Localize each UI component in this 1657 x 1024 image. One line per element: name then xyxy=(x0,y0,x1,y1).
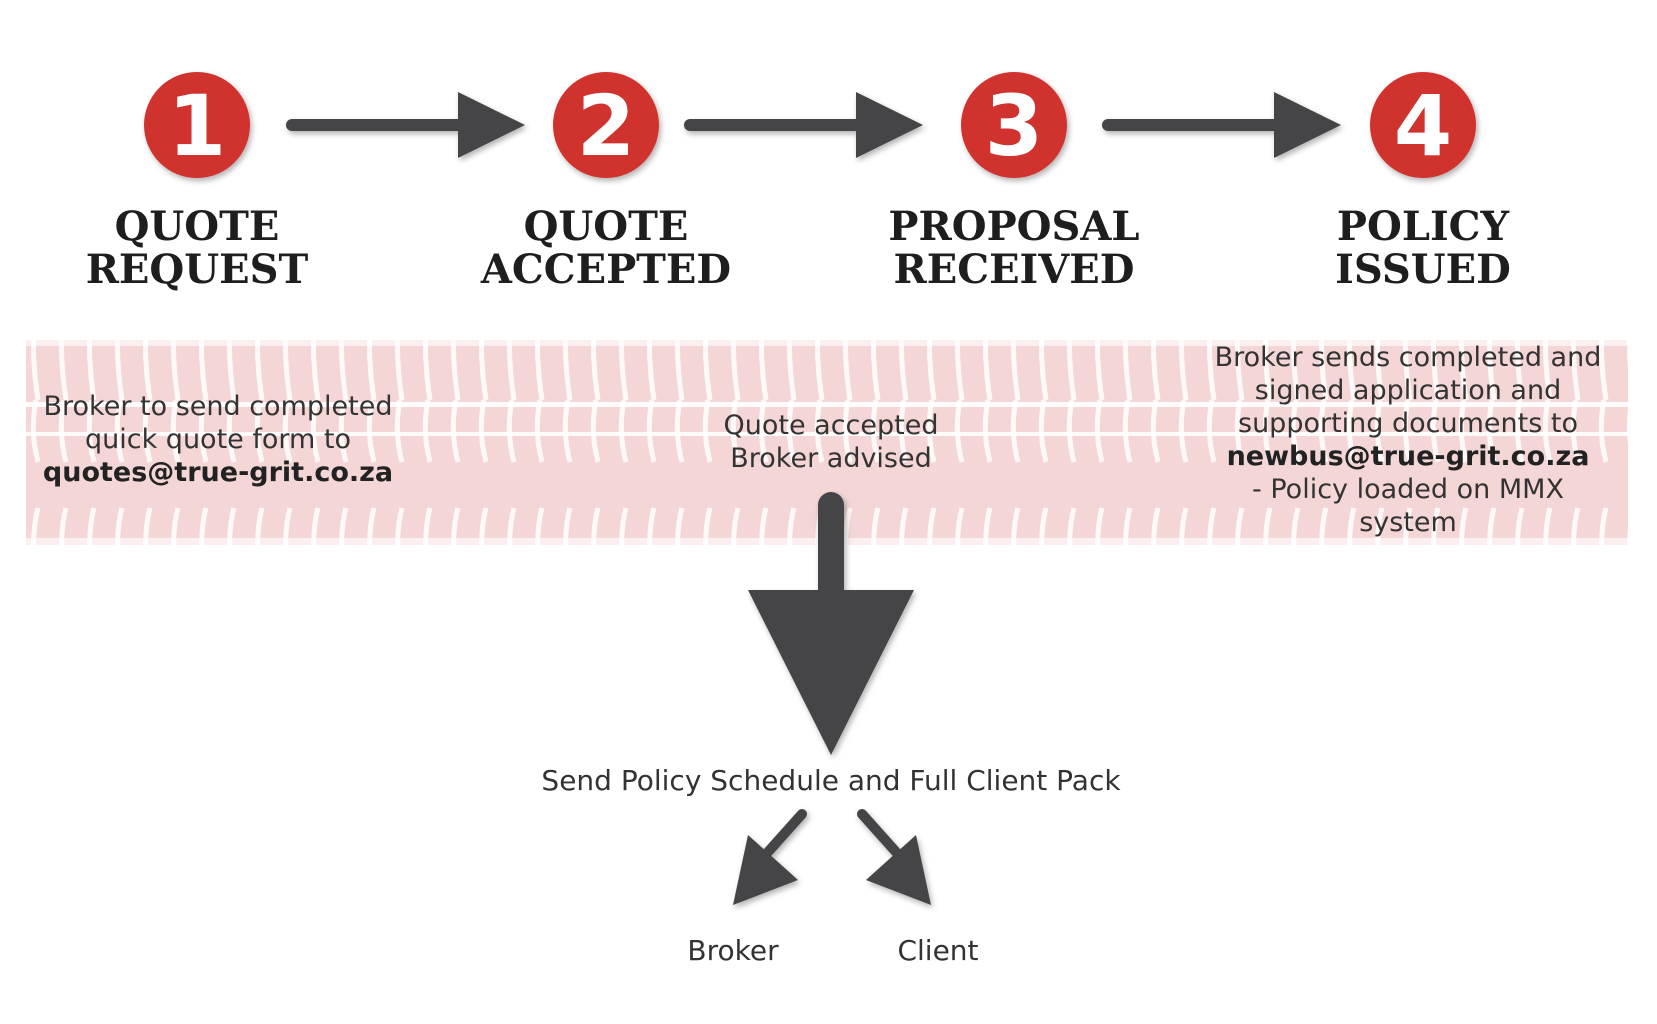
step-title-2-line2: ACCEPTED xyxy=(480,246,731,293)
broker-label: Broker xyxy=(687,934,779,967)
step-circle-1: 1 xyxy=(144,72,250,178)
step-number-4: 4 xyxy=(1394,77,1452,175)
step1-desc-line2: quick quote form to xyxy=(85,424,351,455)
arrow-step1-to-step2 xyxy=(286,92,525,158)
step-title-2-line1: QUOTE xyxy=(524,203,689,250)
step-number-1: 1 xyxy=(168,77,226,175)
step-title-3-line1: PROPOSAL xyxy=(888,203,1139,250)
step-title-1-line2: REQUEST xyxy=(86,246,309,293)
step-circle-3: 3 xyxy=(961,72,1067,178)
step1-email: quotes@true-grit.co.za xyxy=(43,457,393,488)
step-title-4-line1: POLICY xyxy=(1337,203,1510,250)
step2-desc-line2: Broker advised xyxy=(730,443,932,474)
step4-desc-line5: - Policy loaded on MMX xyxy=(1252,474,1564,505)
step2-description: Quote accepted Broker advised xyxy=(724,410,939,474)
step-number-2: 2 xyxy=(577,77,635,175)
step1-desc-line1: Broker to send completed xyxy=(44,391,393,422)
step4-desc-line2: signed application and xyxy=(1255,375,1561,406)
arrow-step3-to-step4 xyxy=(1102,92,1341,158)
step-title-3-line2: RECEIVED xyxy=(894,246,1135,293)
step-circle-4: 4 xyxy=(1370,72,1476,178)
step-title-1-line1: QUOTE xyxy=(115,203,280,250)
arrow-to-broker xyxy=(733,809,807,905)
step-title-4-line2: ISSUED xyxy=(1335,246,1511,293)
step4-email: newbus@true-grit.co.za xyxy=(1227,441,1590,472)
step1-description: Broker to send completed quick quote for… xyxy=(43,391,393,488)
arrow-step2-to-step3 xyxy=(684,92,923,158)
step4-desc-line1: Broker sends completed and xyxy=(1215,342,1602,373)
step4-desc-line3: supporting documents to xyxy=(1238,408,1578,439)
send-policy-schedule-text: Send Policy Schedule and Full Client Pac… xyxy=(541,764,1121,797)
step4-description: Broker sends completed and signed applic… xyxy=(1215,342,1602,538)
step4-desc-line6: system xyxy=(1359,507,1457,538)
client-label: Client xyxy=(897,934,978,967)
arrow-to-client xyxy=(857,809,931,905)
down-arrow-main xyxy=(748,492,914,755)
step-number-3: 3 xyxy=(985,77,1043,175)
step-circle-2: 2 xyxy=(553,72,659,178)
tire-track-band xyxy=(26,340,1628,545)
step2-desc-line1: Quote accepted xyxy=(724,410,939,441)
